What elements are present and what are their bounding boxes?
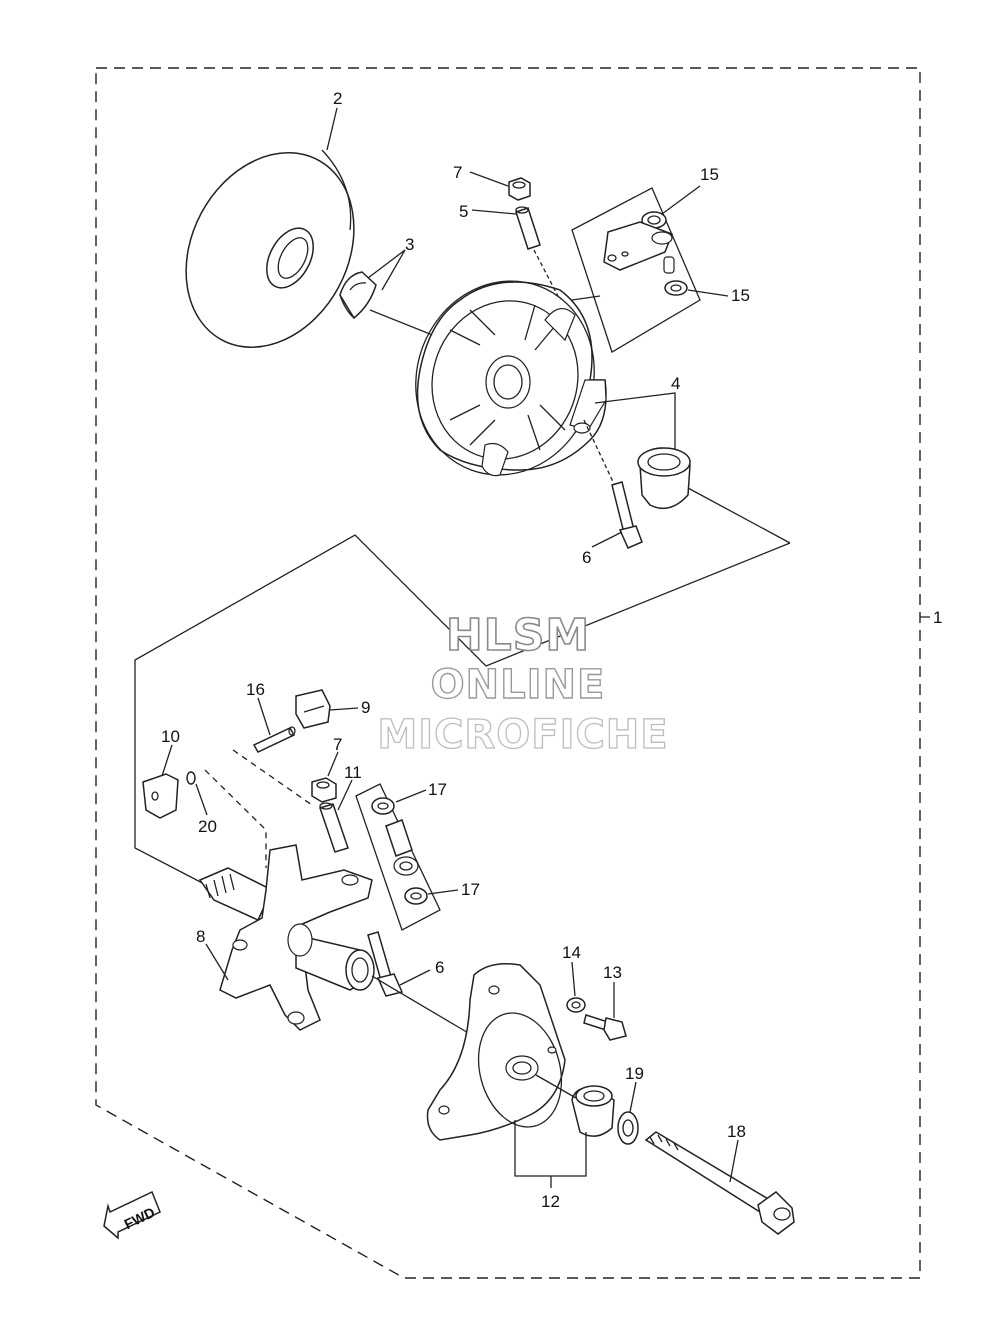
callout-9: 9 — [361, 698, 370, 717]
part-12-bushing — [571, 1085, 615, 1137]
watermark-line-3: MICROFICHE — [377, 712, 668, 758]
part-9-slider — [295, 689, 331, 729]
part-3-bushing — [339, 271, 377, 320]
part-2-sheave — [185, 149, 355, 348]
part-13-bolt — [583, 1014, 627, 1041]
part-6-bolt-top — [611, 481, 643, 549]
callout-11: 11 — [344, 763, 362, 782]
callout-7-bottom: 7 — [333, 735, 342, 754]
callout-2: 2 — [333, 89, 342, 108]
callout-6-top: 6 — [582, 548, 591, 567]
part-16-pin — [252, 726, 296, 753]
part-15-washer-bottom — [664, 280, 688, 296]
callout-7-top: 7 — [453, 163, 462, 182]
callout-6-bottom: 6 — [435, 958, 444, 977]
callout-10: 10 — [161, 727, 180, 746]
callout-13: 13 — [603, 963, 622, 982]
callout-16: 16 — [246, 680, 265, 699]
watermark-line-1: HLSM — [446, 610, 590, 661]
part-17-washer-top — [371, 797, 395, 815]
callout-14: 14 — [562, 943, 581, 962]
part-8-spider — [198, 844, 375, 1031]
watermark-line-2: ONLINE — [431, 662, 606, 708]
part-12-cover — [426, 963, 566, 1141]
part-20-oring — [186, 771, 196, 785]
part-7-nut-bottom — [311, 777, 337, 803]
part-15-arm — [603, 221, 675, 274]
callout-17-top: 17 — [428, 780, 447, 799]
part-14-washer — [566, 997, 586, 1013]
callout-8: 8 — [196, 927, 205, 946]
callout-15-bottom: 15 — [731, 286, 750, 305]
part-15-washer-top — [641, 211, 667, 229]
part-19-washer — [617, 1111, 639, 1145]
callout-4: 4 — [671, 374, 680, 393]
part-5-pin — [515, 206, 541, 250]
part-18-long-bolt — [644, 1131, 795, 1235]
callout-18: 18 — [727, 1122, 746, 1141]
callout-5: 5 — [459, 202, 468, 221]
part-4-housing — [415, 280, 607, 477]
callout-17-bottom: 17 — [461, 880, 480, 899]
callout-3: 3 — [405, 235, 414, 254]
callout-12: 12 — [541, 1192, 560, 1211]
fwd-arrow-icon: FWD — [103, 1190, 161, 1240]
part-17-washer-bottom — [404, 887, 428, 905]
part-4-ring — [637, 447, 691, 510]
callout-1: 1 — [933, 608, 942, 627]
callout-19: 19 — [625, 1064, 644, 1083]
callout-15-top: 15 — [700, 165, 719, 184]
part-17-roller — [385, 819, 419, 876]
part-10-block — [142, 773, 179, 819]
callout-20: 20 — [198, 817, 217, 836]
part-7-nut-top — [508, 177, 531, 201]
part-11-pin — [319, 802, 349, 853]
assembly-boundary — [95, 67, 921, 1279]
